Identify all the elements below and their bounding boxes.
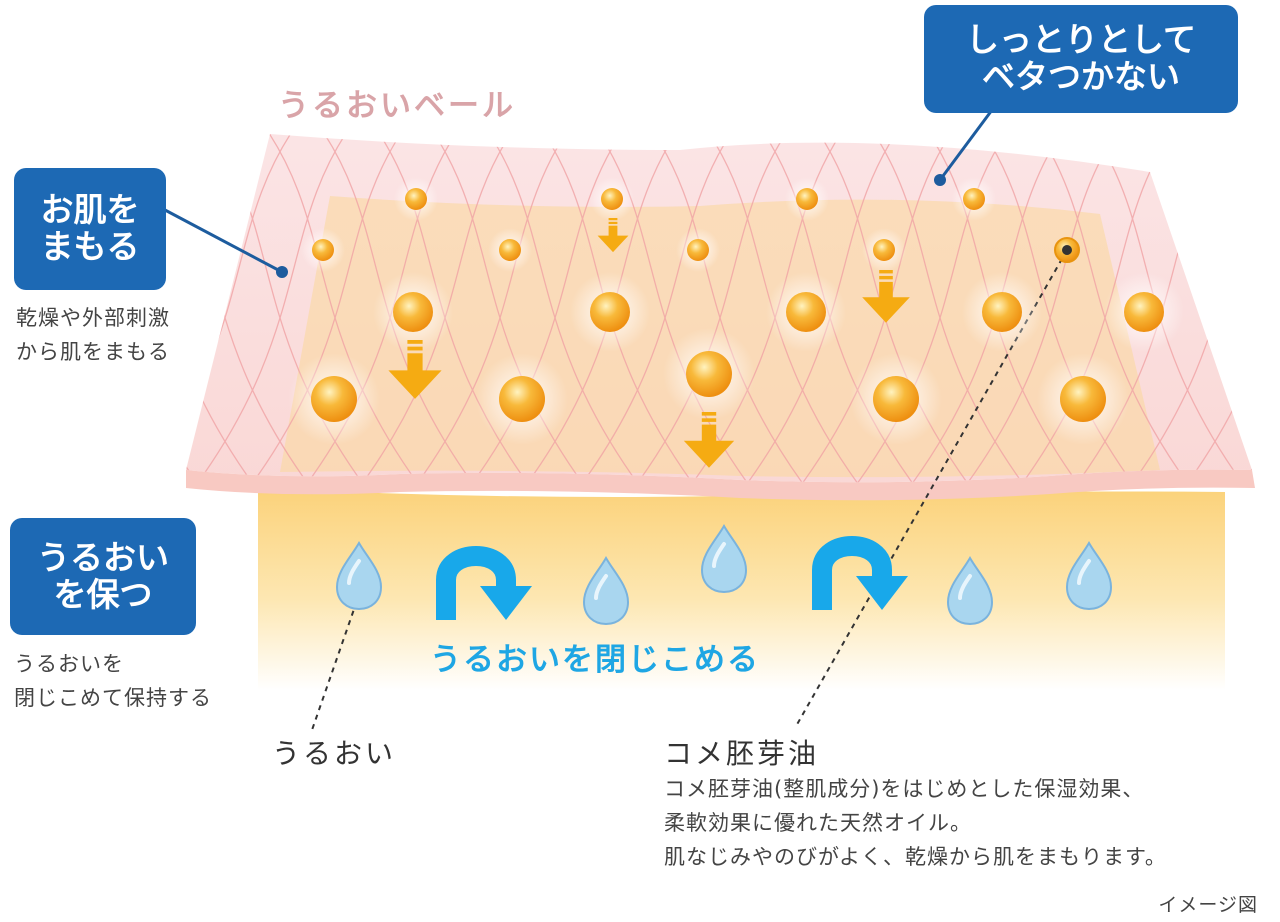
oil-droplet-icon [476, 353, 568, 445]
arrow-down-icon [597, 218, 629, 253]
curl-arrow-icon [812, 536, 908, 610]
water-droplet-icon [700, 523, 748, 594]
oil-droplet-icon [1104, 272, 1184, 352]
oil-droplet-icon [590, 177, 634, 221]
oil-droplet-icon [373, 272, 453, 352]
oil-droplet-icon [570, 272, 650, 352]
image-caption: イメージ図 [1158, 894, 1258, 916]
oil-droplet-icon [952, 177, 996, 221]
veil-title: うるおいベール [278, 88, 516, 124]
note-keep: うるおいを 閉じこめて保持する [14, 652, 212, 710]
tag-keep-moisture: うるおい を保つ [10, 518, 196, 635]
oil-droplet-icon [663, 328, 755, 420]
water-droplet-icon [946, 555, 994, 626]
oil-droplet-icon [488, 228, 532, 272]
tag-moist-not-sticky: しっとりとして ベタつかない [924, 5, 1238, 113]
oil-droplet-icon [850, 353, 942, 445]
note-rice-oil: コメ胚芽油(整肌成分)をはじめとした保湿効果、 柔軟効果に優れた天然オイル。 肌… [664, 777, 1167, 870]
oil-droplet-icon [766, 272, 846, 352]
tag-protect-skin: お肌を まもる [14, 168, 166, 290]
lock-title: うるおいを閉じこめる [430, 642, 760, 678]
oil-droplet-icon [676, 228, 720, 272]
skin-layer [258, 488, 1225, 690]
water-droplet-icon [335, 540, 383, 611]
arrow-down-icon [862, 270, 910, 323]
oil-droplet-icon [785, 177, 829, 221]
label-rice-oil: コメ胚芽油 [664, 737, 820, 770]
oil-droplet-icon [1037, 353, 1129, 445]
oil-droplet-icon [394, 177, 438, 221]
oil-droplet-icon [862, 228, 906, 272]
water-droplet-icon [1065, 540, 1113, 611]
oil-droplet-icon [301, 228, 345, 272]
curl-arrow-icon [436, 546, 532, 620]
arrow-down-icon [683, 412, 735, 468]
oil-droplet-icon [962, 272, 1042, 352]
note-protect: 乾燥や外部刺激 から肌をまもる [16, 306, 170, 364]
water-droplet-icon [582, 555, 630, 626]
oil-droplet-icon [288, 353, 380, 445]
label-moisture: うるおい [272, 737, 397, 770]
arrow-down-icon [388, 340, 442, 399]
